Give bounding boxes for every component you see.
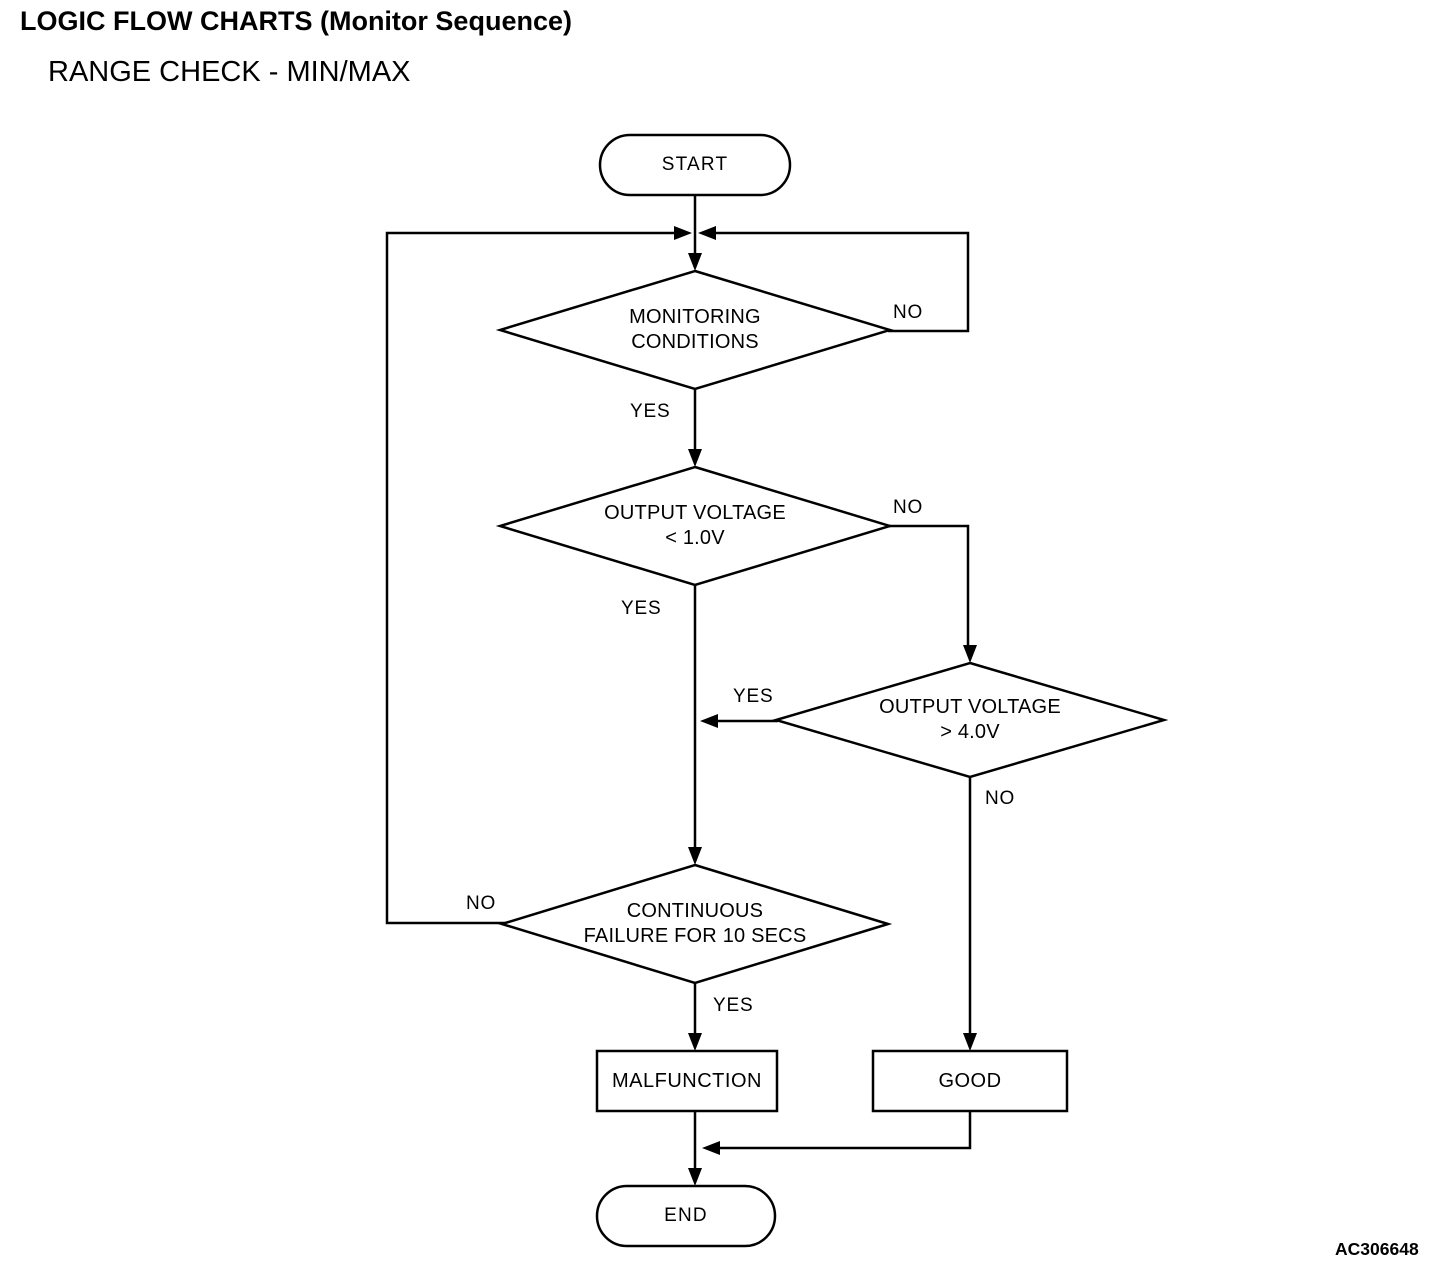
- arrowhead-into-end: [688, 1168, 702, 1186]
- edge-label-voltage-min-no: NO: [893, 497, 924, 518]
- decision-output-voltage-min: [495, 465, 895, 587]
- edge-label-continuous-yes: YES: [713, 995, 754, 1016]
- edge-label-voltage-max-yes: YES: [733, 686, 774, 707]
- malfunction-label: MALFUNCTION: [612, 1070, 762, 1092]
- edge-label-voltage-min-yes: YES: [621, 598, 662, 619]
- connector-voltage-min-no: [888, 524, 970, 648]
- page-title: LOGIC FLOW CHARTS (Monitor Sequence): [20, 6, 572, 36]
- arrowhead-junction-from-left: [674, 226, 692, 240]
- good-label: GOOD: [938, 1070, 1002, 1092]
- arrowhead-junction-from-right: [698, 226, 716, 240]
- arrowhead-into-malfunction: [688, 1033, 702, 1051]
- arrowhead-into-monitoring: [688, 253, 702, 271]
- connector-continuous-no-loop: [385, 231, 676, 925]
- output-voltage-max-label: OUTPUT VOLTAGE > 4.0V: [879, 696, 1061, 743]
- decision-continuous-failure: [497, 863, 893, 985]
- malfunction-node: [595, 1049, 779, 1113]
- decision-monitoring-conditions: [495, 269, 895, 391]
- arrowhead-into-voltage-max: [963, 645, 977, 663]
- arrowhead-into-continuous: [688, 847, 702, 865]
- edge-label-voltage-max-no: NO: [985, 788, 1016, 809]
- end-label: END: [664, 1205, 708, 1226]
- start-node: [598, 133, 792, 197]
- arrowhead-into-good: [963, 1033, 977, 1051]
- good-node: [871, 1049, 1069, 1113]
- arrowhead-voltage-max-yes: [700, 714, 718, 728]
- monitoring-conditions-label: MONITORING CONDITIONS: [629, 306, 761, 353]
- arrowhead-into-voltage-min: [688, 449, 702, 467]
- decision-output-voltage-max: [771, 661, 1169, 779]
- figure-code: AC306648: [1335, 1239, 1419, 1259]
- end-node: [595, 1184, 777, 1248]
- output-voltage-min-label: OUTPUT VOLTAGE < 1.0V: [604, 502, 786, 549]
- connector-monitoring-no-return: [714, 231, 970, 333]
- edge-label-monitoring-yes: YES: [630, 401, 671, 422]
- connector-good-merge: [718, 1110, 972, 1150]
- arrowhead-merge-into-end-line: [702, 1141, 720, 1155]
- edge-label-continuous-no: NO: [466, 893, 497, 914]
- continuous-failure-label: CONTINUOUS FAILURE FOR 10 SECS: [583, 900, 807, 947]
- page-subtitle: RANGE CHECK - MIN/MAX: [48, 56, 411, 88]
- edge-label-monitoring-no: NO: [893, 302, 924, 323]
- start-label: START: [661, 154, 729, 175]
